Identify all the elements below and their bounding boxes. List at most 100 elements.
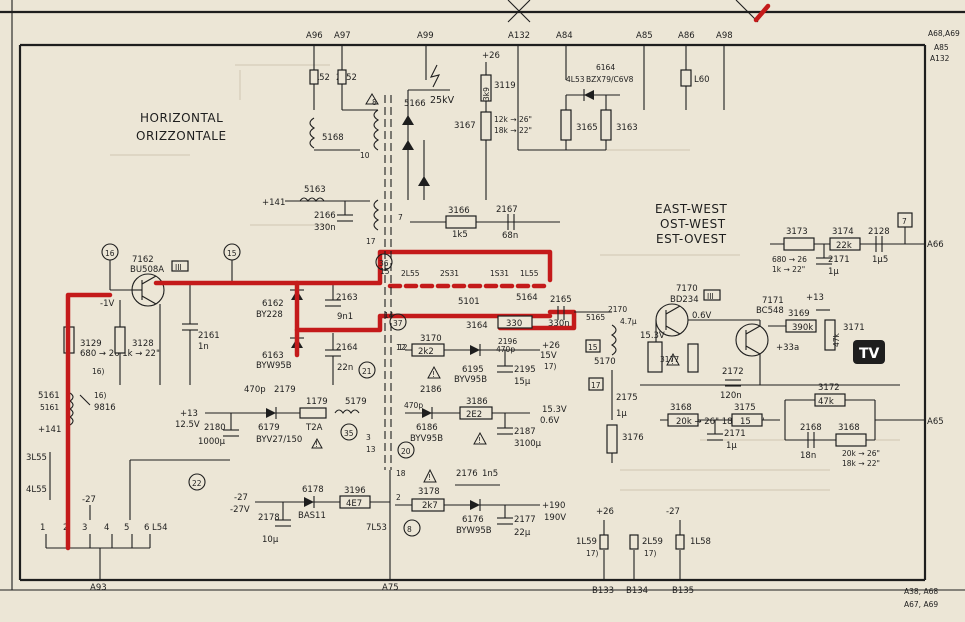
svg-text:470p: 470p [244, 385, 266, 395]
svg-text:BD234: BD234 [670, 295, 699, 305]
svg-text:12k → 26": 12k → 26" [494, 115, 532, 124]
svg-text:2k2: 2k2 [418, 347, 434, 357]
svg-text:3176: 3176 [622, 433, 644, 443]
resistor-3162 [114, 326, 126, 354]
svg-text:190V: 190V [544, 513, 566, 523]
resistor-3165 [560, 109, 572, 141]
svg-text:5168: 5168 [322, 133, 344, 143]
svg-text:!: ! [478, 436, 481, 445]
east-west-section: 2170 4.7µ 5165 5170 15 17 2175 1µ 3176 7… [574, 212, 913, 558]
svg-text:5164: 5164 [516, 293, 538, 303]
svg-text:6176: 6176 [462, 515, 484, 525]
conn-a132-right: A132 [930, 54, 950, 63]
pin-row-left: 1 2 3 4 5 6 L54 [40, 523, 168, 549]
circled-20 [397, 441, 415, 459]
circled-19 [403, 519, 421, 537]
svg-text:17): 17) [544, 362, 557, 371]
svg-text:2175: 2175 [616, 393, 638, 403]
svg-text:12: 12 [396, 343, 406, 352]
svg-text:-1V: -1V [100, 299, 114, 309]
svg-text:-27: -27 [666, 507, 680, 517]
svg-text:5179: 5179 [345, 397, 367, 407]
svg-text:17: 17 [591, 381, 601, 390]
horizontal-output-section: 7162 BU508A III 16 15 -1V 3129 680 → 26 … [26, 243, 390, 549]
svg-text:1L58: 1L58 [690, 537, 711, 547]
svg-text:3167: 3167 [454, 121, 476, 131]
svg-text:+141: +141 [262, 198, 285, 208]
svg-text:7L53: 7L53 [366, 523, 387, 533]
section-titles: HORIZONTAL ORIZZONTALE EAST-WEST OST-WES… [136, 111, 727, 246]
svg-text:4: 4 [104, 523, 109, 533]
svg-text:330n: 330n [314, 223, 336, 233]
svg-text:3165: 3165 [576, 123, 598, 133]
svg-text:2163: 2163 [336, 293, 358, 303]
svg-text:7170: 7170 [676, 284, 698, 294]
svg-text:15V: 15V [540, 351, 557, 361]
svg-text:3129: 3129 [80, 339, 102, 349]
svg-text:3168: 3168 [838, 423, 860, 433]
svg-text:22n: 22n [337, 363, 353, 373]
svg-text:5: 5 [124, 523, 129, 533]
svg-text:3166: 3166 [448, 206, 470, 216]
svg-text:2186: 2186 [420, 385, 442, 395]
svg-text:8: 8 [407, 525, 412, 534]
svg-text:2166: 2166 [314, 211, 336, 221]
frame [0, 0, 965, 591]
svg-text:6: 6 [144, 523, 149, 533]
svg-text:35: 35 [344, 429, 354, 438]
title-ost-west: OST-WEST [660, 217, 726, 231]
resistor-3172 [731, 413, 763, 427]
svg-text:20k → 26": 20k → 26" [842, 449, 880, 458]
conn-a68-a69: A68,A69 [928, 29, 960, 38]
svg-text:2167: 2167 [496, 205, 518, 215]
svg-text:680 → 26: 680 → 26 [772, 255, 807, 264]
svg-text:1n5: 1n5 [482, 469, 498, 479]
resistor-3176 [411, 498, 445, 512]
svg-text:1µ: 1µ [616, 409, 627, 419]
svg-text:3119: 3119 [494, 81, 516, 91]
tv-badge: TV [853, 340, 885, 364]
svg-text:+26: +26 [482, 51, 500, 61]
label-bu508a: BU508A [130, 265, 164, 275]
conn-a66: A66 [927, 240, 944, 250]
svg-text:1179: 1179 [306, 397, 328, 407]
svg-text:68n: 68n [502, 231, 518, 241]
svg-text:+26: +26 [542, 341, 560, 351]
svg-text:3128: 3128 [132, 339, 154, 349]
conn-a65: A65 [927, 417, 944, 427]
svg-text:2168: 2168 [800, 423, 822, 433]
svg-text:7: 7 [398, 213, 403, 222]
svg-text:2E2: 2E2 [466, 410, 482, 420]
svg-text:2196: 2196 [498, 337, 517, 346]
svg-text:+33a: +33a [776, 343, 799, 353]
svg-text:18k → 22": 18k → 22" [494, 126, 532, 135]
svg-text:4L55: 4L55 [26, 485, 47, 495]
svg-text:!: ! [315, 440, 318, 449]
circled-22 [188, 473, 206, 491]
conn-a96: A96 [306, 31, 323, 41]
svg-text:+13: +13 [806, 293, 824, 303]
svg-text:3171: 3171 [843, 323, 865, 333]
svg-text:120n: 120n [720, 391, 742, 401]
resistor-3174 [824, 319, 836, 351]
svg-text:+190: +190 [542, 501, 565, 511]
svg-text:1µ: 1µ [828, 267, 839, 277]
top-connectors: A96 A97 A99 A132 A84 A85 A86 A98 [306, 0, 771, 150]
resistor-3175 [606, 424, 618, 454]
circled-35 [340, 423, 358, 441]
svg-text:BYV95B: BYV95B [410, 434, 443, 444]
svg-text:4E7: 4E7 [346, 499, 362, 509]
svg-text:15: 15 [380, 267, 390, 276]
conn-a93: A93 [90, 583, 107, 593]
svg-text:3178: 3178 [418, 487, 440, 497]
svg-text:2171: 2171 [724, 429, 746, 439]
svg-text:22: 22 [192, 479, 202, 488]
svg-text:2161: 2161 [198, 331, 220, 341]
svg-text:3173: 3173 [786, 227, 808, 237]
svg-text:470p: 470p [496, 345, 515, 354]
svg-text:2176: 2176 [456, 469, 478, 479]
svg-text:20: 20 [401, 447, 411, 456]
resistor-3129 [783, 237, 815, 251]
svg-text:22k: 22k [836, 241, 852, 251]
svg-text:0.6V: 0.6V [692, 311, 712, 321]
